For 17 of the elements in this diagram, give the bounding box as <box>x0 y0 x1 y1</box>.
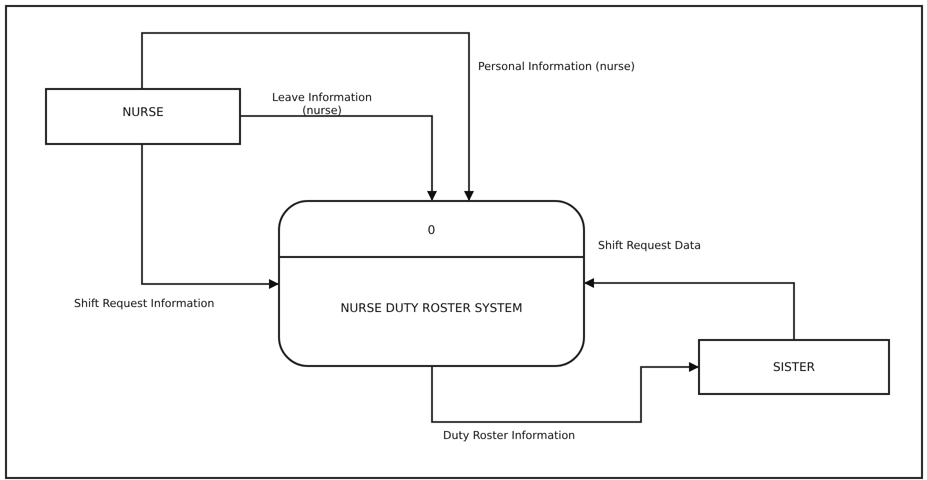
edge-label: Shift Request Information <box>74 297 216 310</box>
arrow <box>141 145 279 289</box>
arrow <box>141 32 474 201</box>
edge-label: Personal Information (nurse) <box>478 60 636 73</box>
arrow <box>241 115 437 201</box>
entity-box <box>45 88 241 145</box>
edge-label: Shift Request Data <box>598 239 702 252</box>
arrow <box>584 278 795 339</box>
process-box <box>278 200 585 367</box>
entity-name: SISTER <box>772 360 816 374</box>
process-name: NURSE DUTY ROSTER SYSTEM <box>340 301 522 315</box>
entity-box <box>698 339 890 395</box>
process-number: 0 <box>428 223 436 237</box>
entity-name: NURSE <box>122 105 164 119</box>
arrow <box>431 362 699 423</box>
edge-label: Leave Information (nurse) <box>271 91 373 117</box>
edge-label: Duty Roster Information <box>443 429 576 442</box>
